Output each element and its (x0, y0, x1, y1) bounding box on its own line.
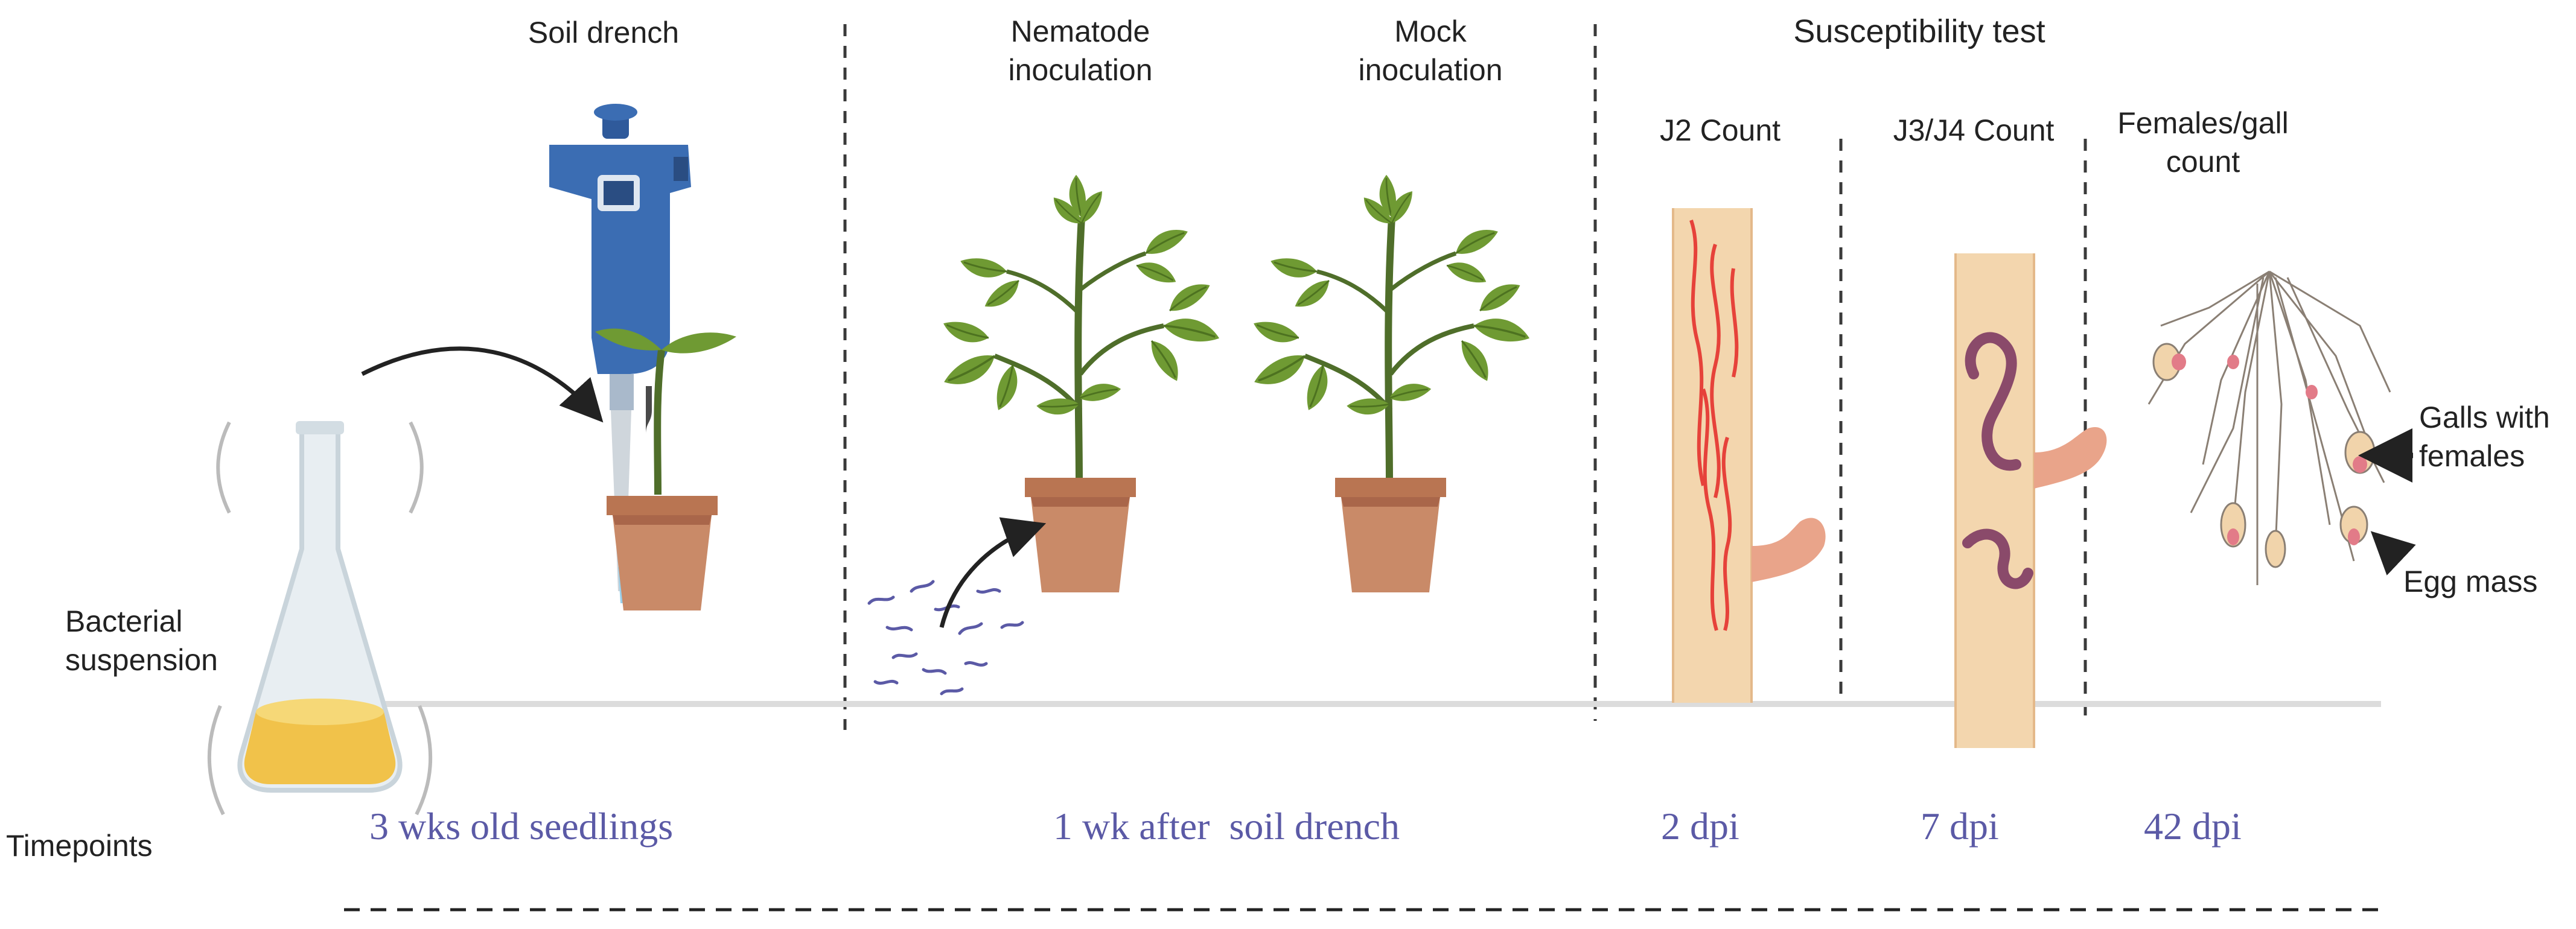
nematode-inoculation-label: Nematode inoculation (1008, 14, 1153, 87)
tomato-plant-icon (1250, 175, 1532, 483)
timepoint-after-drench: 1 wk after soil drench (1053, 805, 1400, 848)
j3-j4-count-label: J3/J4 Count (1893, 113, 2055, 147)
pot-icon (1025, 478, 1136, 592)
timepoint-42dpi: 42 dpi (2144, 805, 2242, 848)
flask-icon (207, 421, 433, 816)
arrow-icon (939, 517, 1047, 628)
seedling-icon (595, 328, 736, 495)
susceptibility-test-label: Susceptibility test (1793, 13, 2045, 49)
bacterial-suspension-label: Bacterial suspension (65, 604, 218, 677)
nematode-icon (867, 580, 1024, 696)
timepoint-seedlings: 3 wks old seedlings (369, 805, 674, 848)
females-gall-count-label: Females/gall count (2117, 106, 2289, 179)
root-section-icon (1672, 207, 1826, 704)
arrow-icon (2370, 531, 2416, 575)
pipette-icon (549, 104, 691, 603)
soil-drench-label: Soil drench (528, 16, 680, 49)
pot-icon (1335, 478, 1446, 592)
pot-icon (607, 496, 718, 610)
arrow-icon (361, 346, 604, 423)
mock-inoculation-label: Mock inoculation (1358, 14, 1503, 87)
galls-with-females-label: Galls with females (2419, 401, 2550, 473)
tomato-plant-icon (940, 175, 1222, 483)
timepoint-2dpi: 2 dpi (1661, 805, 1739, 848)
root-section-icon (1954, 252, 2107, 749)
timepoint-7dpi: 7 dpi (1921, 805, 1999, 848)
egg-mass-label: Egg mass (2403, 565, 2538, 598)
root-system-icon (2147, 270, 2391, 585)
j2-count-label: J2 Count (1659, 113, 1781, 147)
timepoints-label: Timepoints (6, 829, 153, 863)
